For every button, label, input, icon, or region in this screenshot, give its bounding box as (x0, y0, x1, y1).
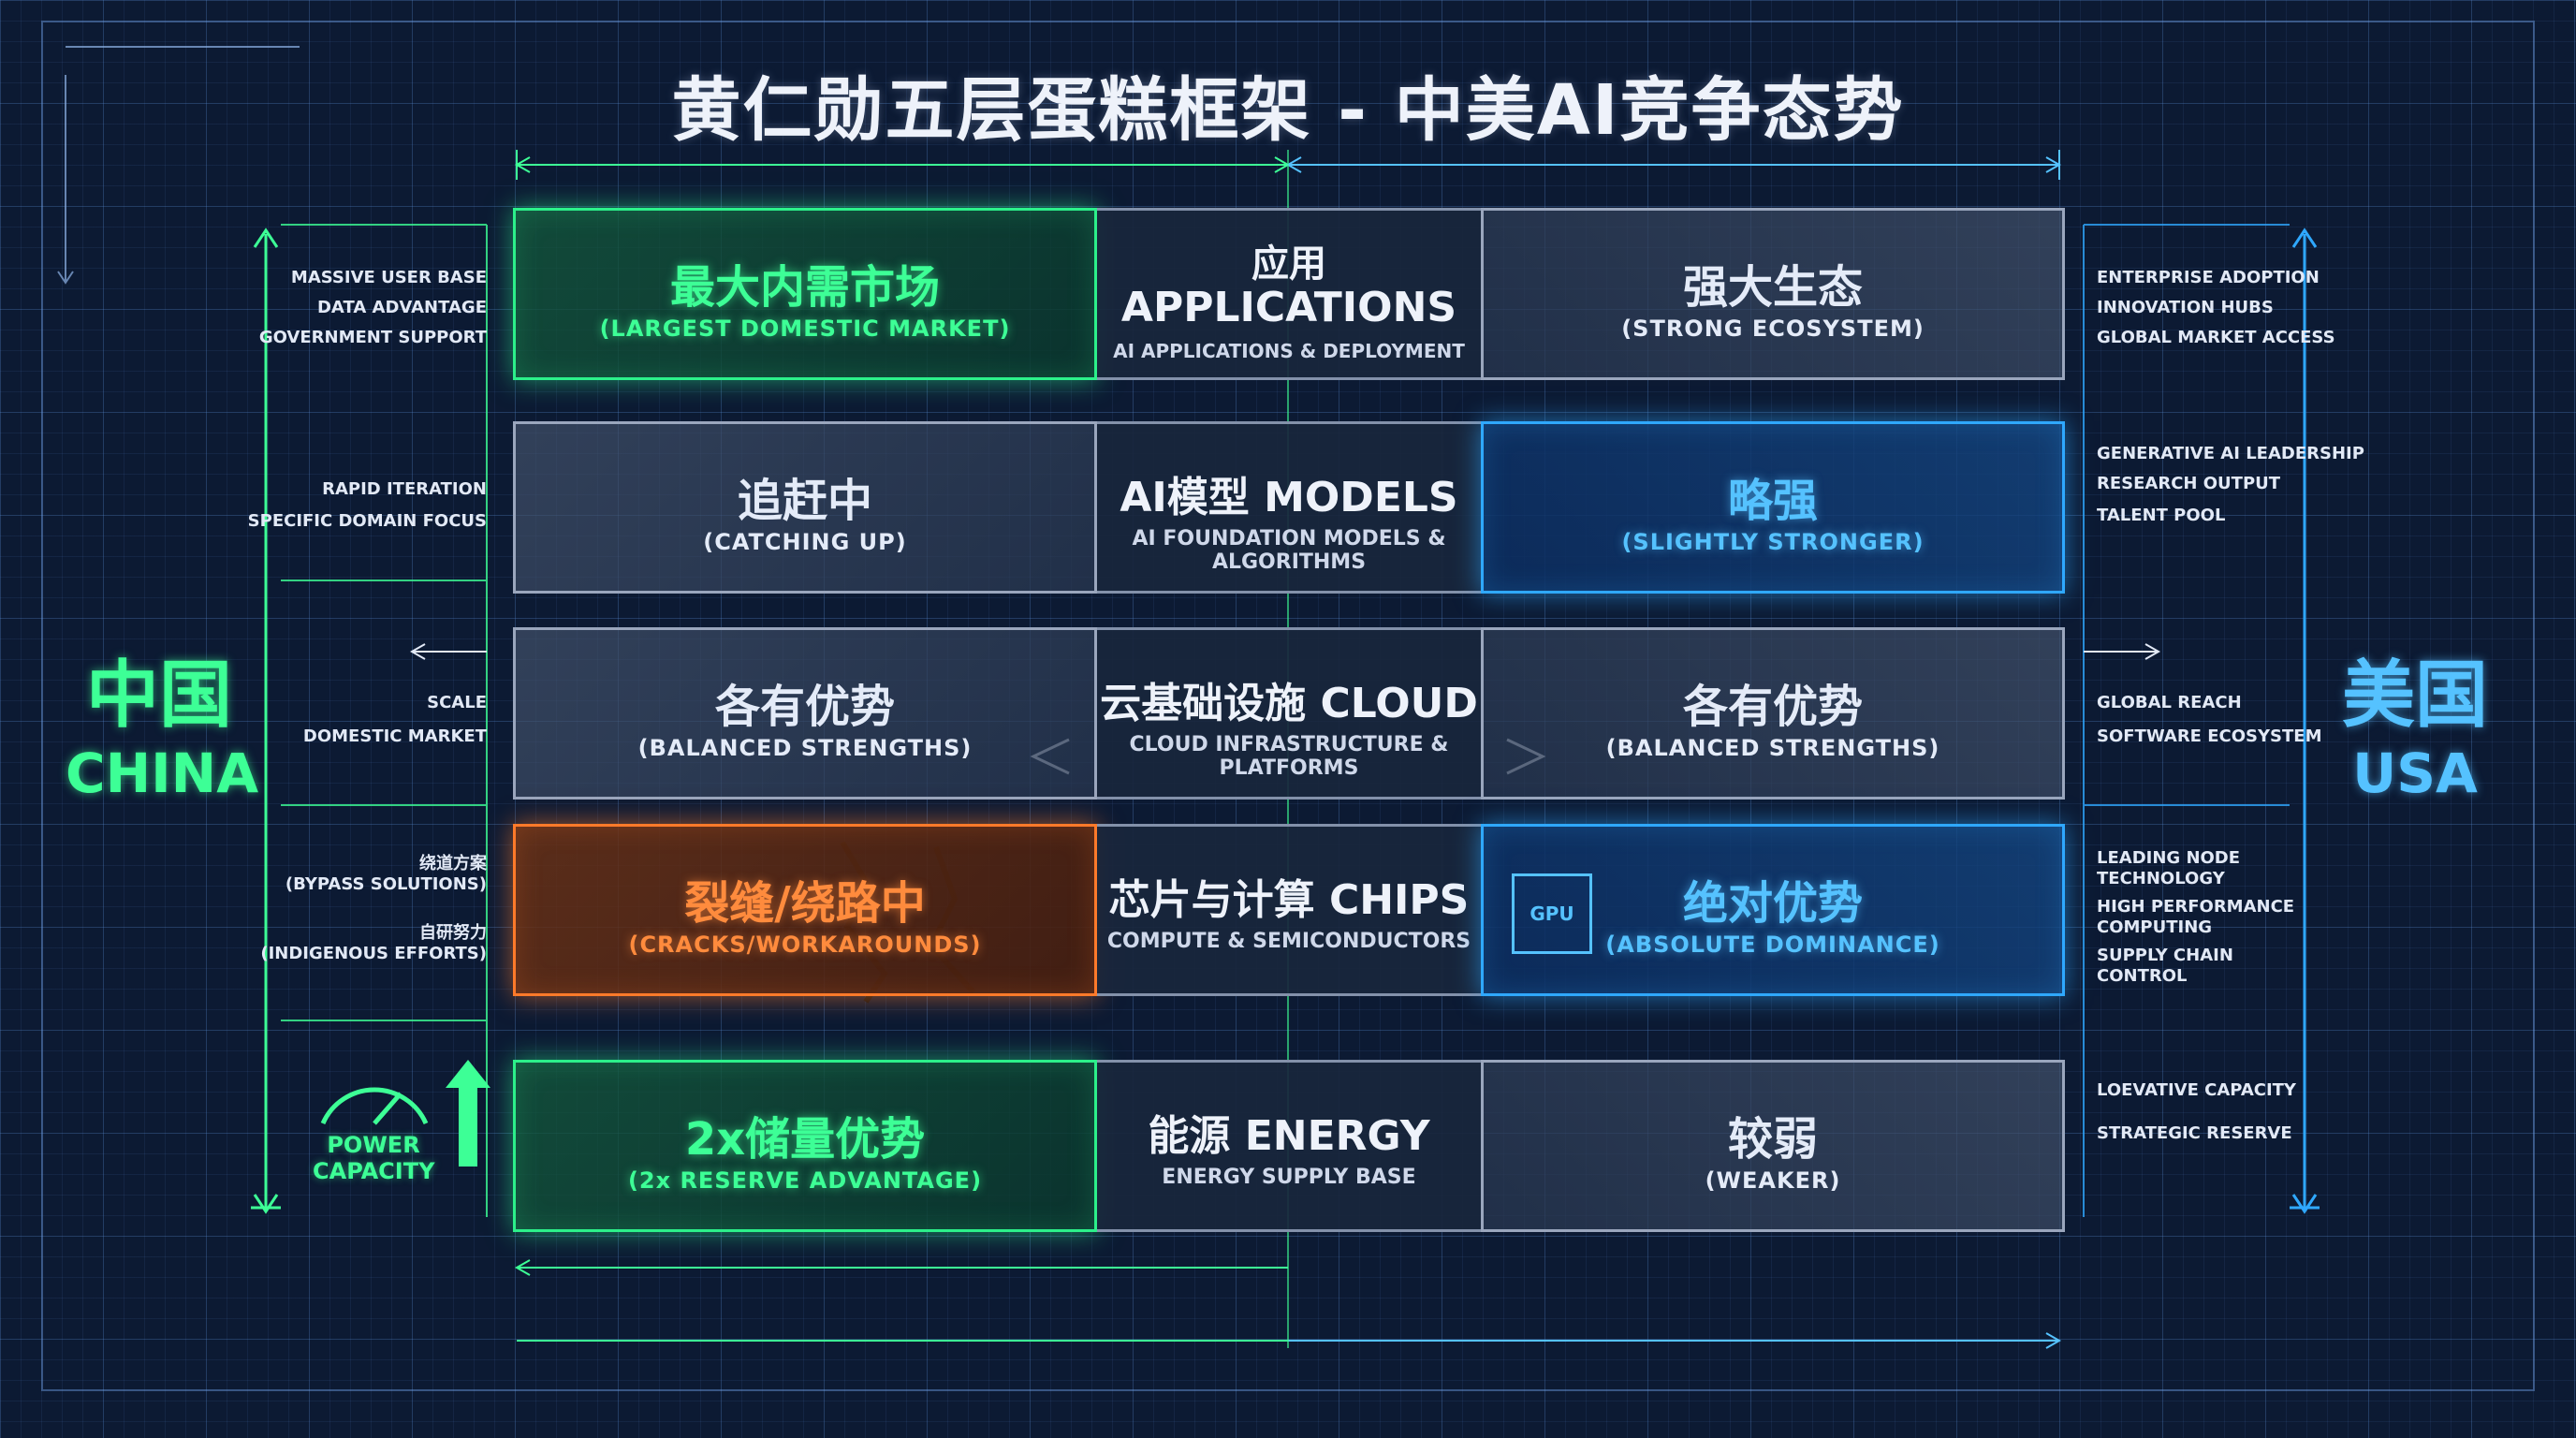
layer-subtitle: COMPUTE & SEMICONDUCTORS (1106, 930, 1471, 953)
usa-note: STRATEGIC RESERVE (2097, 1123, 2292, 1143)
china-note: 绕道方案 (BYPASS SOLUTIONS) (285, 854, 487, 894)
usa-note: TALENT POOL (2097, 506, 2226, 525)
layer-name: 云基础设施 CLOUD (1100, 680, 1478, 727)
usa-note: GLOBAL MARKET ACCESS (2097, 328, 2335, 347)
usa-status-cn: 绝对优势 (1682, 877, 1863, 930)
china-label: 中国 CHINA (66, 637, 259, 805)
usa-note: LEADING NODE TECHNOLOGY (2097, 848, 2241, 888)
china-note: SPECIFIC DOMAIN FOCUS (247, 511, 487, 531)
usa-note: GLOBAL REACH (2097, 693, 2242, 712)
arrow-up-icon (446, 1060, 490, 1167)
china-status-cn: 各有优势 (714, 681, 895, 733)
layer-3-center-label: 云基础设施 CLOUD CLOUD INFRASTRUCTURE & PLATFO… (1097, 627, 1481, 800)
usa-note: SUPPLY CHAIN CONTROL (2097, 946, 2233, 986)
usa-status-cn: 强大生态 (1682, 261, 1863, 314)
layer-5: 2x储量优势(2x RESERVE ADVANTAGE) 能源 ENERGY ENE… (513, 1060, 2065, 1232)
layer-name-cn: 应用 (1251, 242, 1326, 286)
china-status-en: (CATCHING UP) (703, 529, 907, 555)
layer-4-usa-segment: 绝对优势(ABSOLUTE DOMINANCE) GPU (1481, 824, 2065, 996)
layer-subtitle: AI FOUNDATION MODELS & ALGORITHMS (1132, 527, 1446, 574)
layer-1-china-segment: 最大内需市场(LARGEST DOMESTIC MARKET) (513, 208, 1097, 380)
china-status-en: (BALANCED STRENGTHS) (637, 735, 973, 761)
layer-2-china-segment: 追赶中(CATCHING UP) (513, 421, 1097, 594)
layer-2-usa-segment: 略强(SLIGHTLY STRONGER) (1481, 421, 2065, 594)
china-status-en: (LARGEST DOMESTIC MARKET) (599, 315, 1011, 342)
gpu-chip-icon: GPU (1512, 873, 1592, 954)
gauge-icon (320, 1087, 429, 1125)
layer-name: AI模型 MODELS (1120, 474, 1458, 521)
usa-note: RESEARCH OUTPUT (2097, 474, 2281, 493)
china-note: RAPID ITERATION (322, 479, 487, 499)
china-note: DATA ADVANTAGE (316, 298, 487, 317)
china-label-en: CHINA (66, 741, 259, 805)
usa-status-cn: 略强 (1727, 475, 1818, 527)
layer-2-center-label: AI模型 MODELS AI FOUNDATION MODELS & ALGORI… (1097, 421, 1481, 594)
usa-status-en: (WEAKER) (1705, 1167, 1841, 1194)
usa-status-cn: 较弱 (1727, 1113, 1818, 1166)
layer-1-usa-segment: 强大生态(STRONG ECOSYSTEM) (1481, 208, 2065, 380)
usa-note: SOFTWARE ECOSYSTEM (2097, 726, 2322, 746)
china-note: DOMESTIC MARKET (302, 726, 487, 746)
usa-label: 美国 USA (2321, 637, 2509, 805)
china-note: 自研努力 (INDIGENOUS EFFORTS) (260, 923, 487, 963)
layer-5-china-segment: 2x储量优势(2x RESERVE ADVANTAGE) (513, 1060, 1097, 1232)
china-status-en: (CRACKS/WORKAROUNDS) (628, 932, 982, 958)
china-status-cn: 追赶中 (737, 475, 872, 527)
china-status-cn: 裂缝/绕路中 (684, 877, 926, 930)
layer-name: 能源 ENERGY (1148, 1112, 1430, 1160)
usa-status-cn: 各有优势 (1682, 681, 1863, 733)
usa-status-en: (SLIGHTLY STRONGER) (1621, 529, 1925, 555)
layer-name-en: APPLICATIONS (1120, 284, 1457, 331)
usa-note: GENERATIVE AI LEADERSHIP (2097, 444, 2364, 463)
page-title: 黄仁勋五层蛋糕框架 - 中美AI竞争态势 (671, 70, 1905, 151)
usa-status-en: (BALANCED STRENGTHS) (1605, 735, 1940, 761)
china-status-cn: 2x储量优势 (684, 1113, 926, 1166)
usa-status-en: (ABSOLUTE DOMINANCE) (1605, 932, 1940, 958)
layer-3-china-segment: 各有优势(BALANCED STRENGTHS) (513, 627, 1097, 800)
power-capacity-label: POWER CAPACITY (313, 1132, 435, 1184)
layer-3-usa-segment: 各有优势(BALANCED STRENGTHS) (1481, 627, 2065, 800)
layer-subtitle: AI APPLICATIONS & DEPLOYMENT (1113, 340, 1465, 362)
china-note: SCALE (427, 693, 487, 712)
layer-subtitle: CLOUD INFRASTRUCTURE & PLATFORMS (1129, 733, 1449, 780)
layer-4-china-segment: 裂缝/绕路中(CRACKS/WORKAROUNDS) (513, 824, 1097, 996)
layer-name: 芯片与计算 CHIPS (1108, 876, 1470, 924)
china-status-en: (2x RESERVE ADVANTAGE) (627, 1167, 983, 1194)
layer-subtitle: ENERGY SUPPLY BASE (1162, 1166, 1416, 1189)
layer-5-usa-segment: 较弱(WEAKER) (1481, 1060, 2065, 1232)
layer-5-center-label: 能源 ENERGY ENERGY SUPPLY BASE (1097, 1060, 1481, 1232)
china-label-cn: 中国 (85, 653, 232, 738)
usa-note: HIGH PERFORMANCE COMPUTING (2097, 897, 2295, 937)
china-status-cn: 最大内需市场 (669, 261, 940, 314)
usa-label-en: USA (2352, 741, 2478, 805)
china-note: MASSIVE USER BASE (290, 268, 487, 287)
usa-note: INNOVATION HUBS (2097, 298, 2274, 317)
usa-label-cn: 美国 (2341, 653, 2488, 738)
blueprint-frame (41, 21, 2535, 1391)
usa-status-en: (STRONG ECOSYSTEM) (1621, 315, 1925, 342)
layer-2: 追赶中(CATCHING UP) AI模型 MODELS AI FOUNDATION… (513, 421, 2065, 594)
china-note: GOVERNMENT SUPPORT (258, 328, 487, 347)
layer-4-center-label: 芯片与计算 CHIPS COMPUTE & SEMICONDUCTORS (1097, 824, 1481, 996)
usa-note: LOEVATIVE CAPACITY (2097, 1080, 2296, 1100)
usa-note: ENTERPRISE ADOPTION (2097, 268, 2320, 287)
